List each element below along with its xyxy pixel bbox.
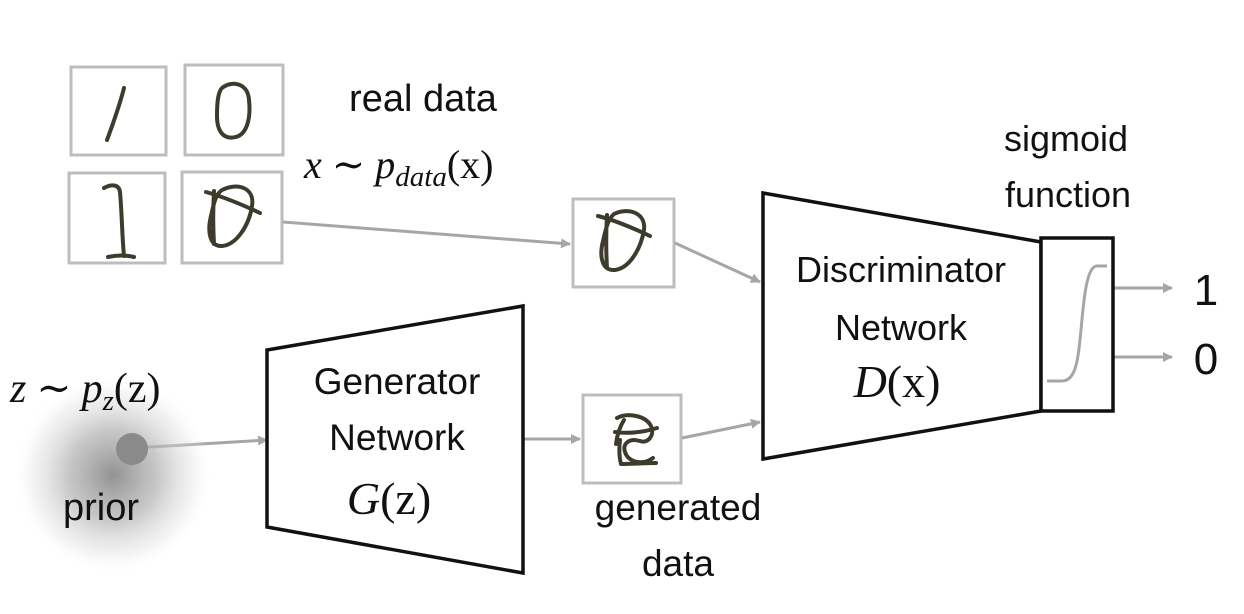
generated-data-label-line2: data [642, 543, 714, 584]
prior-sample-dot [116, 433, 148, 465]
arrow-generated-to-discriminator [681, 418, 761, 440]
discriminator-network: Discriminator Network D(x) [761, 190, 1043, 462]
prior-formula: z∼pz(z) [9, 366, 160, 417]
sigmoid-label-line1: sigmoid [1004, 118, 1128, 159]
generated-sample [581, 393, 683, 485]
output-zero-label: 0 [1194, 335, 1218, 384]
discriminator-label-line2: Network [835, 307, 968, 348]
prior-glow [13, 375, 213, 575]
arrow-selected-to-discriminator [674, 241, 761, 284]
generator-network: Generator Network G(z) [265, 303, 525, 576]
real-sample-digit-0-a [183, 63, 285, 157]
real-sample-digit-1-b [67, 171, 167, 265]
sigmoid-label-line2: function [1005, 174, 1131, 215]
generator-trapezoid [265, 303, 525, 576]
selected-real-sample [571, 197, 676, 289]
generator-label-line2: Network [329, 417, 465, 458]
real-data-label: real data [349, 78, 498, 120]
arrow-real-to-selected [282, 220, 571, 249]
generator-formula: G(z) [347, 473, 431, 524]
generator-label-line1: Generator [314, 361, 481, 402]
prior-label: prior [63, 487, 139, 529]
prior-distribution [13, 375, 213, 575]
real-sample-digit-1-a [69, 65, 168, 157]
real-data-formula: x∼pdata(x) [303, 142, 493, 193]
discriminator-formula: D(x) [853, 356, 941, 407]
real-sample-digit-0-b [180, 170, 284, 265]
sigmoid-box [1039, 236, 1115, 413]
output-one-label: 1 [1194, 266, 1218, 315]
real-data-samples [67, 63, 285, 265]
discriminator-label-line1: Discriminator [796, 249, 1006, 290]
generated-data-label-line1: generated [595, 487, 762, 528]
sigmoid-function [1039, 236, 1115, 413]
sigmoid-curve [1047, 264, 1107, 383]
